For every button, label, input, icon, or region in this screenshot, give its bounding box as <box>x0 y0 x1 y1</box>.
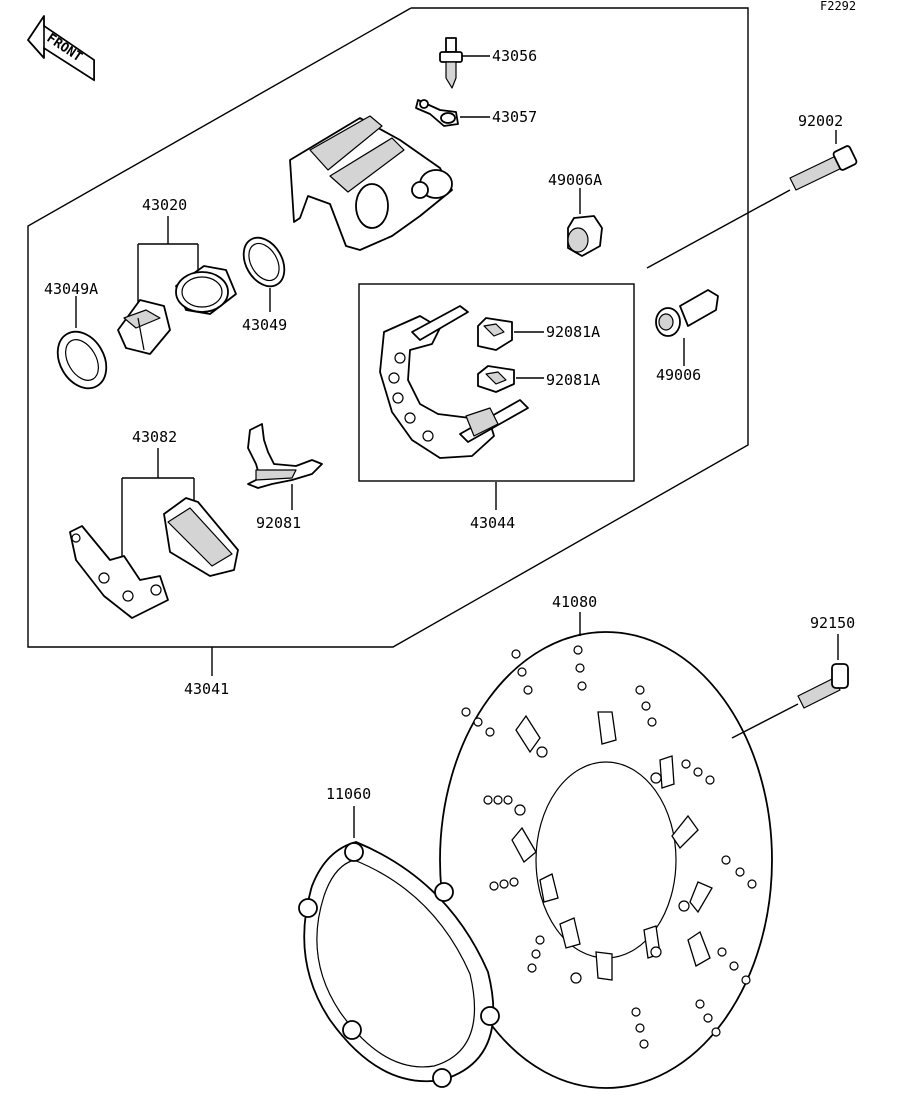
label-43057: 43057 <box>492 108 537 126</box>
label-43049: 43049 <box>242 316 287 334</box>
gasket-11060 <box>298 806 500 1088</box>
seal-43049A <box>56 296 108 390</box>
bracket-box <box>358 283 635 482</box>
label-43082: 43082 <box>132 428 177 446</box>
caliper-bracket <box>379 305 529 459</box>
label-43056: 43056 <box>492 47 537 65</box>
boot-49006 <box>655 289 719 366</box>
diagram-code: F2292 <box>820 0 856 13</box>
label-11060: 11060 <box>326 785 371 803</box>
label-92081A-2: 92081A <box>546 371 600 389</box>
bolt-92150 <box>731 634 849 739</box>
piston-insulator <box>117 299 171 355</box>
label-92002: 92002 <box>798 112 843 130</box>
label-43044: 43044 <box>470 514 515 532</box>
label-92081: 92081 <box>256 514 301 532</box>
clip-92081A-upper <box>477 317 544 351</box>
brake-pad <box>163 497 239 577</box>
bolt-92002 <box>646 130 858 269</box>
label-43041: 43041 <box>184 680 229 698</box>
clip-92081A-lower <box>477 365 544 393</box>
label-43049A: 43049A <box>44 280 98 298</box>
label-49006A: 49006A <box>548 171 602 189</box>
label-41080: 41080 <box>552 593 597 611</box>
label-49006: 49006 <box>656 366 701 384</box>
bleeder-cap <box>415 99 490 127</box>
label-43020: 43020 <box>142 196 187 214</box>
caliper-body <box>289 115 453 251</box>
brake-disc <box>439 612 773 1089</box>
bleeder-valve <box>439 37 490 89</box>
boot-49006A <box>567 188 603 257</box>
spring-92081 <box>247 423 323 510</box>
front-arrow-icon: FRONT <box>27 15 95 82</box>
assembly-outline <box>27 7 749 648</box>
piston-cylinder <box>175 265 237 315</box>
label-92150: 92150 <box>810 614 855 632</box>
pad-shim <box>69 525 169 619</box>
seal-43049 <box>242 236 286 312</box>
label-92081A-1: 92081A <box>546 323 600 341</box>
